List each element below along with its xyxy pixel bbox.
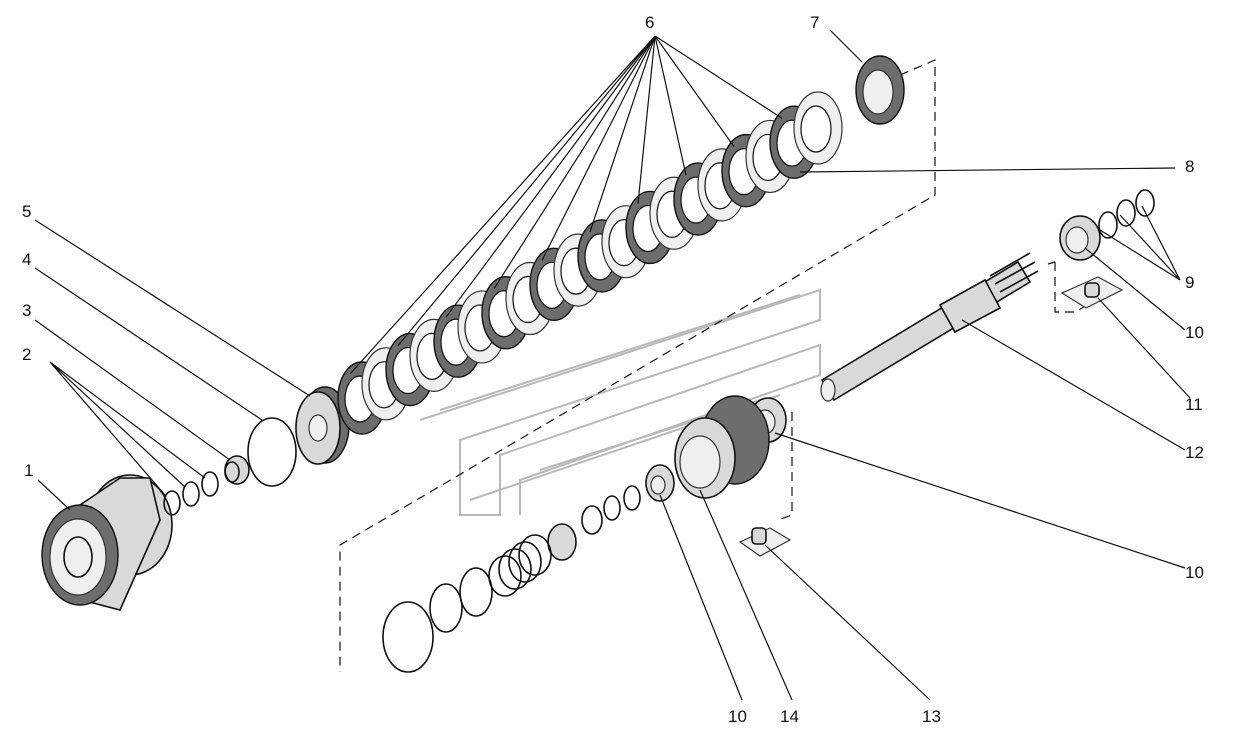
callout-14: 14 — [780, 707, 799, 726]
lower-bearing-part — [645, 464, 675, 502]
lower-screw-plug-part — [738, 527, 792, 557]
callout-8: 8 — [1185, 157, 1194, 176]
shaft-rings-part — [1098, 189, 1155, 239]
clutch-drum-part — [41, 474, 173, 611]
callout-4: 4 — [22, 250, 31, 269]
pressure-plate-part — [295, 386, 350, 465]
snap-ring-part — [247, 417, 297, 487]
upper-bearing-part — [1059, 215, 1101, 261]
leader-lines — [34, 29, 1191, 701]
callout-3: 3 — [22, 301, 31, 320]
clutch-disc-stack — [337, 91, 843, 435]
callout-6: 6 — [645, 13, 654, 32]
small-rings-part — [163, 471, 219, 516]
callout-1: 1 — [24, 461, 33, 480]
assembly-dashed-lines — [339, 59, 1106, 672]
screw-plug-part — [1060, 276, 1124, 309]
callout-9: 9 — [1185, 273, 1194, 292]
main-shaft-part — [820, 252, 1039, 402]
callout-10-upper: 10 — [1185, 323, 1204, 342]
callout-10-right: 10 — [1185, 563, 1204, 582]
callout-12: 12 — [1185, 443, 1204, 462]
callout-7: 7 — [810, 13, 819, 32]
callout-13: 13 — [922, 707, 941, 726]
callout-11: 11 — [1185, 395, 1203, 414]
gear-part — [674, 395, 770, 499]
bushing-part — [224, 455, 250, 485]
spring-and-washers-parts — [382, 485, 641, 673]
disc-bore — [800, 105, 832, 153]
end-plate-part — [855, 55, 905, 125]
callout-2: 2 — [22, 345, 31, 364]
callout-5: 5 — [22, 202, 31, 221]
callout-labels: 1 2 3 4 5 6 7 8 9 10 11 12 10 10 14 13 — [22, 13, 1204, 726]
callout-6-leaders — [349, 35, 783, 375]
callout-10-bottom: 10 — [728, 707, 747, 726]
